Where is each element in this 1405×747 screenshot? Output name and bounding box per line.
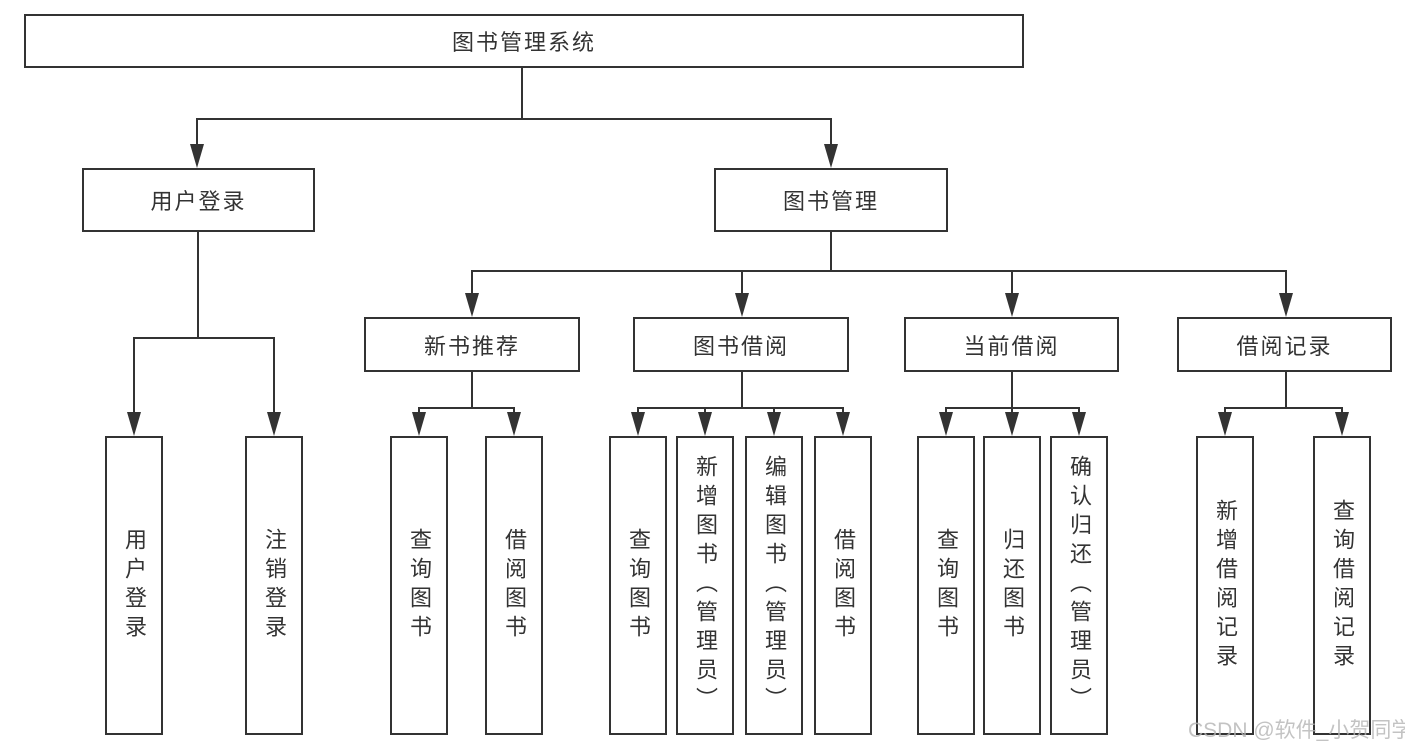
arrowhead bbox=[190, 144, 204, 168]
connector-book-borrow-stem bbox=[741, 372, 743, 409]
leaf-add-book-admin: 新增图书（管理员） bbox=[676, 436, 734, 735]
arrowhead bbox=[824, 144, 838, 168]
arrowhead bbox=[507, 412, 521, 436]
arrowhead bbox=[1335, 412, 1349, 436]
arrowhead bbox=[836, 412, 850, 436]
leaf-query-books-recommend: 查询图书 bbox=[390, 436, 448, 735]
connector-drop-book-management bbox=[830, 118, 832, 150]
node-new-book-recommend: 新书推荐 bbox=[364, 317, 580, 372]
arrowhead bbox=[1072, 412, 1086, 436]
leaf-borrow-books: 借阅图书 bbox=[814, 436, 872, 735]
leaf-user-login: 用户登录 bbox=[105, 436, 163, 735]
leaf-query-books-current-label: 查询图书 bbox=[934, 527, 959, 644]
leaf-return-books: 归还图书 bbox=[983, 436, 1041, 735]
connector-root-stem bbox=[521, 68, 523, 119]
csdn-watermark: CSDN @软件_小贺同学 bbox=[1188, 719, 1405, 742]
leaf-query-books-recommend-label: 查询图书 bbox=[407, 527, 432, 644]
node-borrow-records: 借阅记录 bbox=[1177, 317, 1392, 372]
leaf-add-book-admin-label: 新增图书（管理员） bbox=[693, 455, 718, 716]
leaf-query-borrow-record-label: 查询借阅记录 bbox=[1330, 498, 1355, 673]
leaf-query-books-current: 查询图书 bbox=[917, 436, 975, 735]
leaf-query-borrow-record: 查询借阅记录 bbox=[1313, 436, 1371, 735]
connector-drop-new-book bbox=[471, 270, 473, 298]
arrowhead bbox=[698, 412, 712, 436]
node-new-book-recommend-label: 新书推荐 bbox=[423, 333, 520, 359]
leaf-confirm-return-admin: 确认归还（管理员） bbox=[1050, 436, 1108, 735]
leaf-edit-book-admin-label: 编辑图书（管理员） bbox=[762, 455, 787, 716]
leaf-borrow-books-label: 借阅图书 bbox=[831, 527, 856, 644]
arrowhead bbox=[127, 412, 141, 436]
node-user-login: 用户登录 bbox=[82, 168, 315, 232]
connector-borrow-records-bar bbox=[1224, 407, 1343, 409]
connector-drop-borrow-records bbox=[1285, 270, 1287, 298]
connector-drop-book-borrow bbox=[741, 270, 743, 298]
node-user-login-label: 用户登录 bbox=[150, 189, 247, 214]
connector-current-borrow-stem bbox=[1011, 372, 1013, 409]
leaf-logout-label: 注销登录 bbox=[262, 527, 287, 644]
arrowhead bbox=[1005, 412, 1019, 436]
node-root-label: 图书管理系统 bbox=[451, 30, 596, 55]
arrowhead bbox=[939, 412, 953, 436]
connector-user-login-stem bbox=[197, 232, 199, 339]
node-current-borrow-label: 当前借阅 bbox=[963, 333, 1060, 359]
leaf-edit-book-admin: 编辑图书（管理员） bbox=[745, 436, 803, 735]
node-current-borrow: 当前借阅 bbox=[904, 317, 1119, 372]
leaf-confirm-return-admin-label: 确认归还（管理员） bbox=[1067, 455, 1092, 716]
leaf-borrow-books-recommend: 借阅图书 bbox=[485, 436, 543, 735]
connector-drop-current-borrow bbox=[1011, 270, 1013, 298]
leaf-user-login-label: 用户登录 bbox=[122, 527, 147, 644]
connector-drop-user-login bbox=[196, 118, 198, 150]
connector-drop-leaf-logout bbox=[273, 337, 275, 417]
arrowhead bbox=[767, 412, 781, 436]
node-root: 图书管理系统 bbox=[24, 14, 1024, 68]
node-book-borrow-label: 图书借阅 bbox=[692, 333, 789, 359]
connector-level2-bar bbox=[196, 118, 832, 120]
arrowhead bbox=[1279, 293, 1293, 317]
leaf-borrow-books-recommend-label: 借阅图书 bbox=[502, 527, 527, 644]
connector-level3-bar bbox=[471, 270, 1287, 272]
connector-book-management-stem bbox=[830, 232, 832, 272]
connector-user-children-bar bbox=[133, 337, 275, 339]
node-book-borrow: 图书借阅 bbox=[633, 317, 849, 372]
arrowhead bbox=[1005, 293, 1019, 317]
node-book-management-label: 图书管理 bbox=[782, 189, 879, 214]
arrowhead bbox=[267, 412, 281, 436]
arrowhead bbox=[735, 293, 749, 317]
leaf-add-borrow-record: 新增借阅记录 bbox=[1196, 436, 1254, 735]
leaf-query-books-borrow: 查询图书 bbox=[609, 436, 667, 735]
connector-book-borrow-bar bbox=[637, 407, 844, 409]
arrowhead bbox=[412, 412, 426, 436]
connector-borrow-records-stem bbox=[1285, 372, 1287, 409]
connector-drop-leaf-user-login bbox=[133, 337, 135, 417]
leaf-return-books-label: 归还图书 bbox=[1000, 527, 1025, 644]
arrowhead bbox=[465, 293, 479, 317]
connector-new-book-stem bbox=[471, 372, 473, 409]
connector-new-book-bar bbox=[418, 407, 515, 409]
leaf-logout: 注销登录 bbox=[245, 436, 303, 735]
arrowhead bbox=[631, 412, 645, 436]
node-book-management: 图书管理 bbox=[714, 168, 948, 232]
node-borrow-records-label: 借阅记录 bbox=[1236, 333, 1333, 359]
leaf-add-borrow-record-label: 新增借阅记录 bbox=[1213, 498, 1238, 673]
arrowhead bbox=[1218, 412, 1232, 436]
leaf-query-books-borrow-label: 查询图书 bbox=[626, 527, 651, 644]
